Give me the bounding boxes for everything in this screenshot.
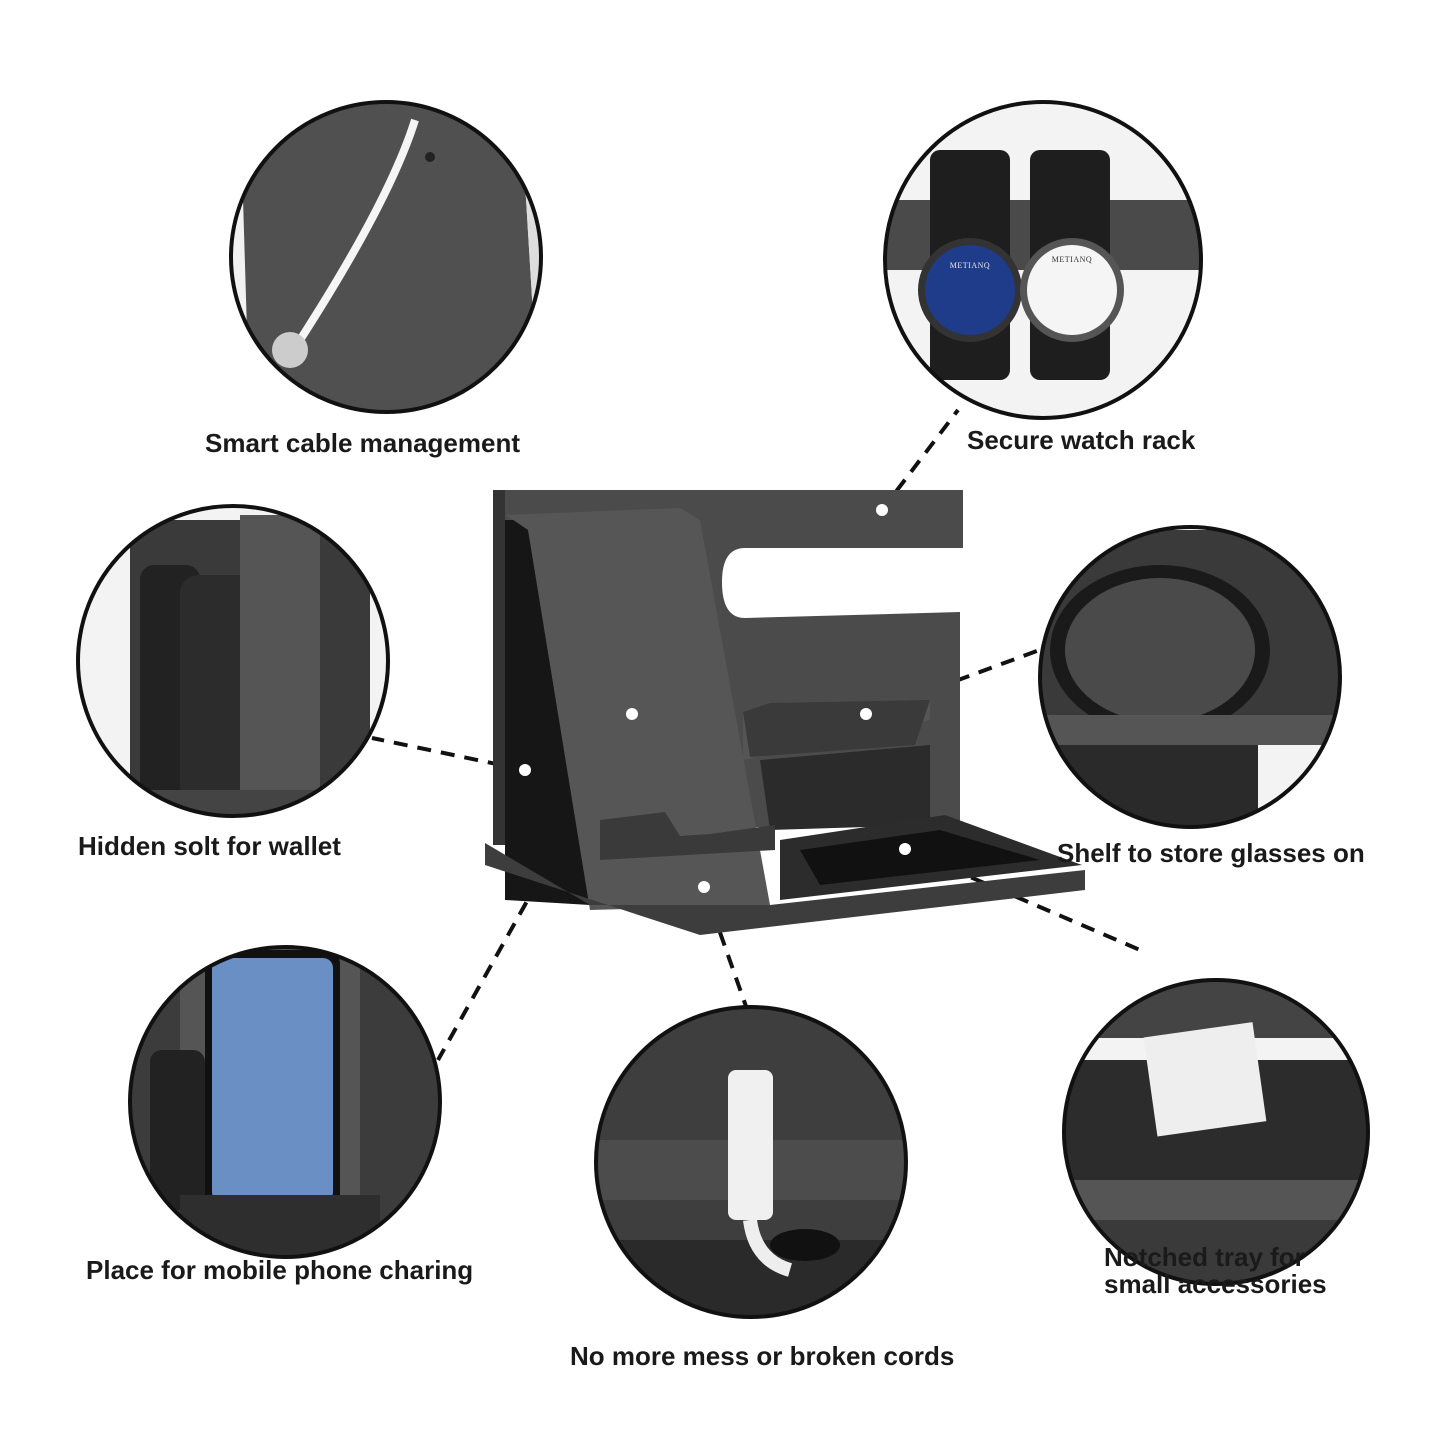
label-watch-rack: Secure watch rack — [967, 425, 1196, 455]
cable-management-photo — [229, 100, 543, 414]
label-tray-line1: Notched tray for — [1104, 1242, 1305, 1272]
label-cord: No more mess or broken cords — [570, 1341, 955, 1371]
leader-tray — [904, 847, 1141, 952]
docking-station-product — [485, 490, 1085, 935]
cord-hole-photo — [594, 1005, 908, 1319]
accessory-tray-photo — [1062, 978, 1370, 1286]
phone-charging-photo — [128, 945, 442, 1259]
wallet-slot-photo — [76, 504, 390, 818]
label-wallet-slot: Hidden solt for wallet — [78, 831, 341, 861]
label-glasses-shelf: Shelf to store glasses on — [1057, 838, 1365, 868]
watch-rack-photo: METIANQ METIANQ — [883, 100, 1203, 420]
label-tray-line2: small accessories — [1104, 1269, 1327, 1299]
label-phone-charging: Place for mobile phone charing — [86, 1255, 474, 1285]
watch-brand-blue-dial: METIANQ — [950, 261, 990, 270]
glasses-shelf-photo — [1038, 525, 1342, 829]
watch-brand-white-dial: METIANQ — [1052, 255, 1092, 264]
leader-watch — [880, 408, 960, 512]
label-cable-management: Smart cable management — [205, 428, 521, 458]
